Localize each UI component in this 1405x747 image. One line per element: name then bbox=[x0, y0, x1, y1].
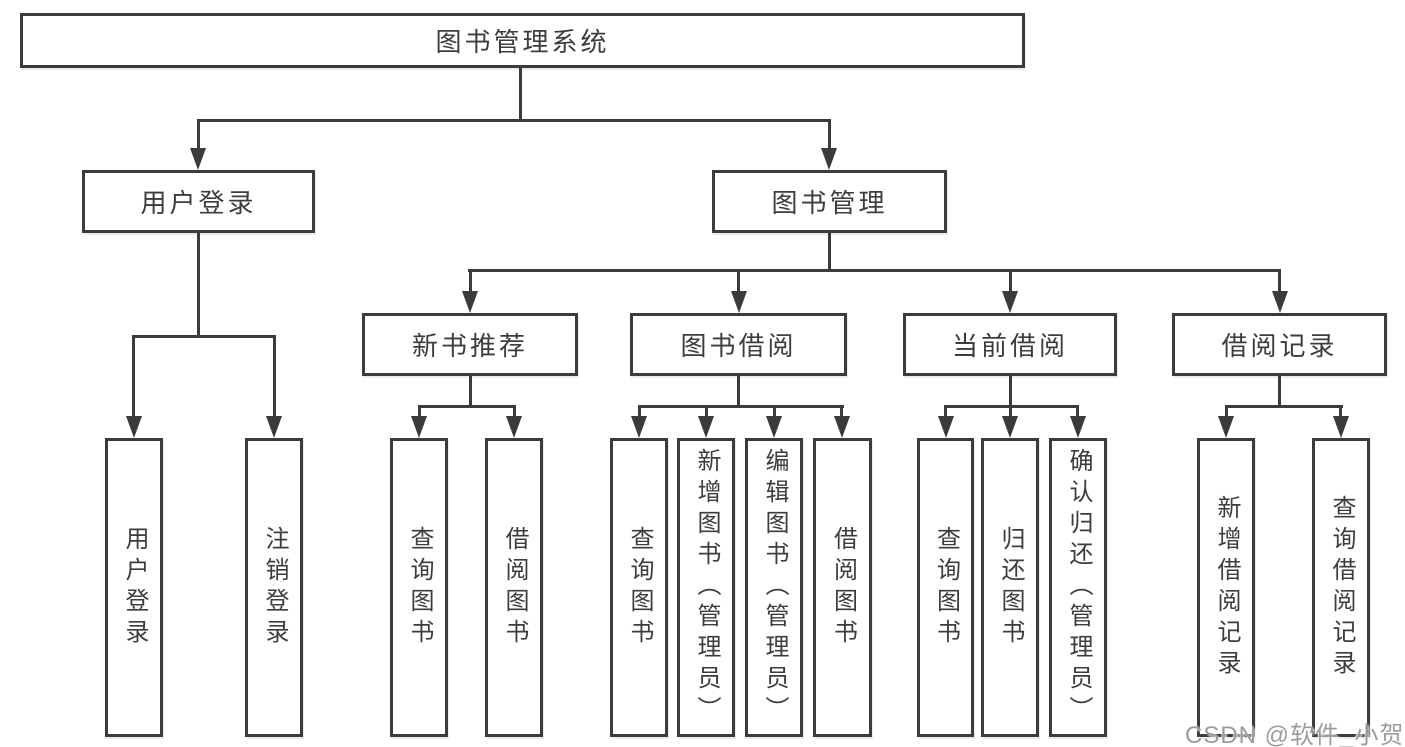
connector-line bbox=[737, 376, 740, 406]
connector-line bbox=[273, 335, 276, 416]
connector-line bbox=[469, 376, 472, 406]
connector-line bbox=[1225, 405, 1343, 408]
connector-line bbox=[513, 405, 516, 417]
connector-line bbox=[638, 405, 641, 417]
leaf-label: 编辑图书（管理员） bbox=[761, 448, 788, 727]
leaf-borrow-books-borrowing: 借阅图书 bbox=[813, 438, 872, 737]
connector-line bbox=[1009, 269, 1012, 291]
csdn-watermark: CSDN @软件_小贺同学 bbox=[1185, 722, 1405, 747]
leaf-label: 借阅图书 bbox=[829, 525, 857, 650]
connector-line bbox=[1278, 376, 1281, 406]
node-user-login: 用户登录 bbox=[82, 170, 315, 233]
connector-line bbox=[197, 119, 200, 148]
connector-line bbox=[468, 269, 1281, 272]
leaf-label: 查询图书 bbox=[406, 525, 433, 650]
node-book-management: 图书管理 bbox=[712, 170, 947, 233]
arrow-down-icon bbox=[1218, 416, 1234, 438]
connector-line bbox=[519, 68, 522, 120]
connector-line bbox=[840, 405, 843, 417]
connector-line bbox=[469, 269, 472, 291]
connector-line bbox=[1225, 405, 1228, 417]
leaf-query-borrow-record: 查询借阅记录 bbox=[1312, 438, 1370, 737]
arrow-down-icon bbox=[821, 148, 837, 170]
leaf-label: 确认归还（管理员） bbox=[1065, 448, 1092, 727]
node-borrowing-records: 借阅记录 bbox=[1172, 313, 1387, 376]
arrow-down-icon bbox=[1002, 416, 1018, 438]
connector-line bbox=[638, 405, 844, 408]
connector-line bbox=[1278, 269, 1281, 291]
connector-line bbox=[1009, 376, 1012, 406]
connector-line bbox=[132, 335, 275, 338]
leaf-label: 注销登录 bbox=[261, 525, 288, 650]
arrow-down-icon bbox=[266, 416, 282, 438]
arrow-down-icon bbox=[766, 416, 782, 438]
arrow-down-icon bbox=[631, 416, 647, 438]
connector-line bbox=[828, 119, 831, 148]
leaf-query-books-current: 查询图书 bbox=[917, 438, 974, 737]
node-current-borrowing: 当前借阅 bbox=[903, 313, 1117, 376]
leaf-user-login: 用户登录 bbox=[105, 438, 163, 737]
arrow-down-icon bbox=[190, 148, 206, 170]
leaf-label: 查询图书 bbox=[932, 525, 960, 650]
leaf-edit-book-admin: 编辑图书（管理员） bbox=[745, 438, 803, 737]
connector-line bbox=[737, 269, 740, 291]
connector-line bbox=[418, 405, 421, 417]
leaf-label: 查询借阅记录 bbox=[1328, 494, 1355, 681]
leaf-borrow-books-recommend: 借阅图书 bbox=[485, 438, 543, 737]
connector-line bbox=[1009, 405, 1012, 417]
node-book-borrowing: 图书借阅 bbox=[630, 313, 847, 376]
leaf-label: 用户登录 bbox=[121, 525, 148, 650]
arrow-down-icon bbox=[506, 416, 522, 438]
arrow-down-icon bbox=[1333, 416, 1349, 438]
arrow-down-icon bbox=[938, 416, 954, 438]
leaf-confirm-return-admin: 确认归还（管理员） bbox=[1049, 438, 1107, 737]
arrow-down-icon bbox=[1070, 416, 1086, 438]
node-new-book-recommendation: 新书推荐 bbox=[362, 313, 578, 376]
connector-line bbox=[773, 405, 776, 417]
connector-line bbox=[705, 405, 708, 417]
connector-line bbox=[1339, 405, 1342, 417]
connector-line bbox=[1076, 405, 1079, 417]
leaf-label: 新增借阅记录 bbox=[1213, 494, 1240, 681]
connector-line bbox=[828, 233, 831, 271]
arrow-down-icon bbox=[1272, 291, 1288, 313]
leaf-query-books-borrowing: 查询图书 bbox=[610, 438, 668, 737]
connector-line bbox=[197, 119, 830, 122]
leaf-return-book: 归还图书 bbox=[981, 438, 1039, 737]
leaf-label: 借阅图书 bbox=[501, 525, 528, 650]
leaf-label: 新增图书（管理员） bbox=[693, 448, 720, 727]
leaf-query-books-recommend: 查询图书 bbox=[390, 438, 448, 737]
arrow-down-icon bbox=[411, 416, 427, 438]
leaf-add-book-admin: 新增图书（管理员） bbox=[677, 438, 735, 737]
arrow-down-icon bbox=[834, 416, 850, 438]
arrow-down-icon bbox=[698, 416, 714, 438]
arrow-down-icon bbox=[462, 291, 478, 313]
leaf-label: 归还图书 bbox=[997, 525, 1024, 650]
leaf-logout: 注销登录 bbox=[245, 438, 303, 737]
arrow-down-icon bbox=[126, 416, 142, 438]
connector-line bbox=[132, 335, 135, 416]
connector-line bbox=[197, 233, 200, 336]
connector-line bbox=[944, 405, 947, 417]
leaf-label: 查询图书 bbox=[626, 525, 653, 650]
arrow-down-icon bbox=[1002, 291, 1018, 313]
connector-line bbox=[418, 405, 516, 408]
arrow-down-icon bbox=[731, 291, 747, 313]
leaf-add-borrow-record: 新增借阅记录 bbox=[1197, 438, 1255, 737]
node-library-management-system: 图书管理系统 bbox=[20, 13, 1025, 68]
